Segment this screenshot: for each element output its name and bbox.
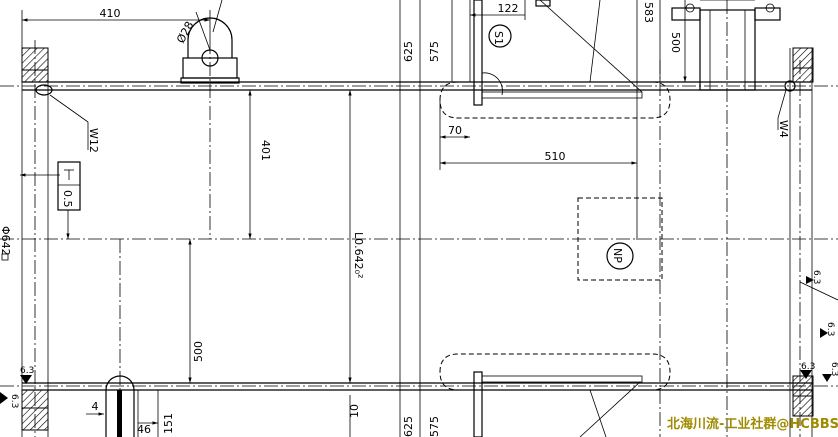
label-w12: W12 [87, 128, 100, 153]
dim-401: 401 [259, 140, 272, 161]
dimension-texts: 410 122 583 500 625 575 401 70 510 L0.64… [0, 2, 682, 437]
dim-4: 4 [92, 400, 99, 413]
weld-label-f: 6.3 [829, 362, 838, 376]
label-s1: S1 [492, 31, 505, 45]
weld-label-c: 6.3 [811, 270, 821, 284]
label-w4: W4 [777, 120, 790, 138]
weld-symbols [0, 276, 838, 404]
dim-410: 410 [100, 7, 121, 20]
weld-label-b: 6.3 [9, 394, 19, 408]
dim-575-bot: 575 [428, 416, 441, 437]
dim-46: 46 [137, 423, 151, 436]
weld-label-a: 6.3 [20, 366, 34, 376]
shell-outline [21, 48, 813, 437]
dim-10: 10 [348, 404, 361, 418]
dim-0-5: 0.5 [61, 190, 74, 208]
dim-575-top: 575 [428, 41, 441, 62]
weld-label-e: 6.3 [801, 362, 815, 372]
dim-510: 510 [545, 150, 566, 163]
dim-122: 122 [498, 2, 519, 15]
w12-fitting [35, 84, 89, 150]
label-np: NP [611, 248, 624, 263]
baffle-slots [439, 0, 671, 437]
weld-label-d: 6.3 [825, 322, 835, 336]
watermark: 北海川流-工业社群@HCBBS [667, 416, 838, 432]
dim-dia28: Ø28 [174, 19, 196, 45]
w4-fitting [777, 80, 796, 130]
dim-625-bot: 625 [402, 416, 415, 437]
dim-625-top: 625 [402, 41, 415, 62]
dimension-lines [20, 0, 687, 437]
dim-l0642: L0.642₀² [352, 232, 365, 278]
np-box [577, 0, 663, 281]
dim-phi642: Φ642 [0, 226, 12, 256]
dim-500-top: 500 [669, 32, 682, 53]
label-texts: S1 NP W12 W4 6.3 6.3 6.3 6.3 6.3 6.3 [1, 24, 838, 408]
dim-151: 151 [162, 413, 175, 434]
dim-70: 70 [448, 124, 462, 137]
dim-583: 583 [642, 2, 655, 23]
dim-500-mid: 500 [192, 341, 205, 362]
bottom-nozzle [105, 375, 135, 437]
top-right-nozzle [671, 0, 781, 91]
